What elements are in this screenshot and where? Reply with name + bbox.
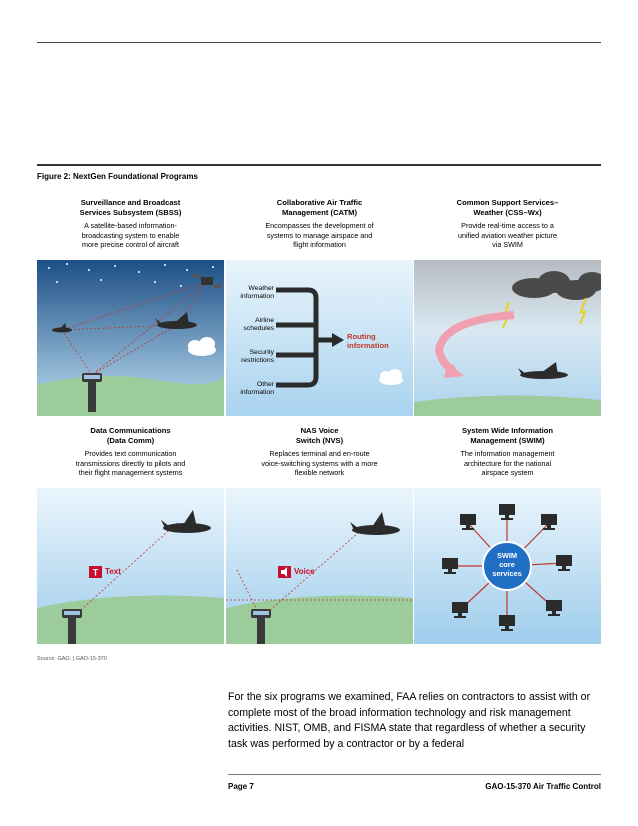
figure-source: Source: GAO. | GAO-15-370: [37, 656, 107, 662]
routing-label-line: Routing: [347, 332, 376, 341]
panel-title-line: Surveillance and Broadcast: [80, 198, 181, 207]
airplane-icon: [52, 312, 197, 333]
routing-arrow-icon: [332, 333, 344, 347]
catm-input-label: information: [240, 389, 274, 396]
body-paragraph: For the six programs we examined, FAA re…: [228, 691, 591, 750]
control-tower-icon: [82, 373, 102, 412]
catm-input-label: Airline: [255, 317, 274, 324]
catm-brackets: [276, 287, 334, 388]
panel-desc-line: via SWIM: [492, 240, 523, 249]
catm-input-label: restrictions: [241, 357, 274, 364]
panel-title-line: Data Communications: [90, 426, 171, 435]
control-tower-icon: [251, 609, 271, 644]
panel-desc-line: unified aviation weather picture: [457, 230, 558, 240]
sbss-illustration: [37, 260, 224, 416]
figure-title: Figure 2: NextGen Foundational Programs: [37, 172, 198, 181]
nvs-illustration: [226, 488, 413, 644]
catm-input-label: schedules: [243, 325, 274, 332]
page-number: Page 7: [228, 782, 254, 791]
panel-desc-line: transmissions directly to pilots and: [75, 458, 186, 468]
panel-desc-line: Provide real-time access to a: [461, 221, 554, 230]
storm-cloud-icon: [512, 271, 601, 300]
panel-desc-line: A satellite-based information-: [84, 221, 177, 230]
panel-title-line: (Data Comm): [106, 436, 155, 445]
control-tower-icon: [62, 609, 82, 644]
swim-core-line: services: [492, 569, 522, 578]
panel-desc-line: Replaces terminal and en-route: [269, 449, 370, 458]
panel-title-line: Weather (CSS–Wx): [473, 208, 542, 217]
voice-label: Voice: [294, 567, 315, 576]
satellite-icon: [193, 274, 221, 288]
swim-core-line: core: [499, 560, 515, 569]
airplane-icon: [161, 510, 211, 533]
top-rule: [37, 42, 601, 43]
panel-desc-line: airspace system: [481, 468, 534, 477]
airplane-icon: [518, 362, 568, 379]
panel-title-line: Services Subsystem (SBSS): [79, 208, 182, 217]
panel-title-line: Common Support Services–: [456, 198, 559, 207]
airplane-icon: [350, 512, 400, 535]
speaker-icon: [281, 567, 287, 577]
catm-input-label: Other: [257, 381, 274, 388]
cloud-icon: [188, 337, 216, 356]
panel-desc-line: The information management: [460, 449, 555, 458]
swim-core-line: SWIM: [496, 551, 518, 560]
datacomm-illustration: T: [37, 488, 224, 644]
text-badge-icon: T: [93, 568, 99, 578]
panel-title-line: Switch (NVS): [295, 436, 344, 445]
catm-input-label: Security: [249, 349, 274, 356]
panel-desc-line: their flight management systems: [78, 468, 183, 477]
routing-label-line: information: [347, 341, 389, 350]
catm-input-label: Weather: [248, 285, 274, 292]
datacomm-link: [71, 522, 178, 619]
panel-desc-line: flexible network: [294, 468, 345, 477]
stars: [48, 263, 214, 287]
curved-arrow-icon: [434, 311, 515, 374]
figure-rule: [37, 164, 601, 166]
catm-input-label: information: [240, 293, 274, 300]
swim-core-circle: [482, 541, 532, 591]
lightning-icon: [579, 297, 587, 325]
catm-illustration: [226, 260, 413, 416]
footer-rule: [228, 774, 601, 775]
cloud-icon: [379, 369, 403, 385]
panel-desc-line: voice-switching systems with a more: [261, 458, 378, 468]
panel-desc-line: Encompasses the development of: [265, 221, 374, 230]
panel-title-line: Management (CATM): [282, 208, 357, 217]
panel-title-line: Collaborative Air Traffic: [276, 198, 363, 207]
panel-data-comm: T Data Communications(Data Comm) Provide…: [37, 418, 224, 644]
panel-desc-line: broadcasting system to enable: [81, 230, 180, 240]
sbss-links: [61, 281, 208, 376]
panel-desc-line: Provides text communication: [84, 449, 177, 458]
panel-css-wx: Common Support Services–Weather (CSS–Wx)…: [414, 190, 601, 416]
text-badge: [89, 566, 102, 578]
panel-title-line: Management (SWIM): [470, 436, 545, 445]
panel-desc-line: flight information: [293, 240, 346, 249]
weather-illustration: [414, 260, 601, 416]
swim-illustration: [414, 488, 601, 644]
text-label: Text: [105, 567, 121, 576]
computer-icons: [442, 504, 572, 631]
report-id: GAO-15-370 Air Traffic Control: [485, 782, 601, 791]
voice-link: [260, 525, 367, 619]
panel-desc-line: architecture for the national: [463, 458, 552, 468]
panel-title-line: System Wide Information: [461, 426, 554, 435]
panel-desc-line: more precise control of aircraft: [81, 240, 180, 249]
panel-title-line: NAS Voice: [300, 426, 339, 435]
panel-desc-line: systems to manage airspace and: [266, 230, 373, 240]
